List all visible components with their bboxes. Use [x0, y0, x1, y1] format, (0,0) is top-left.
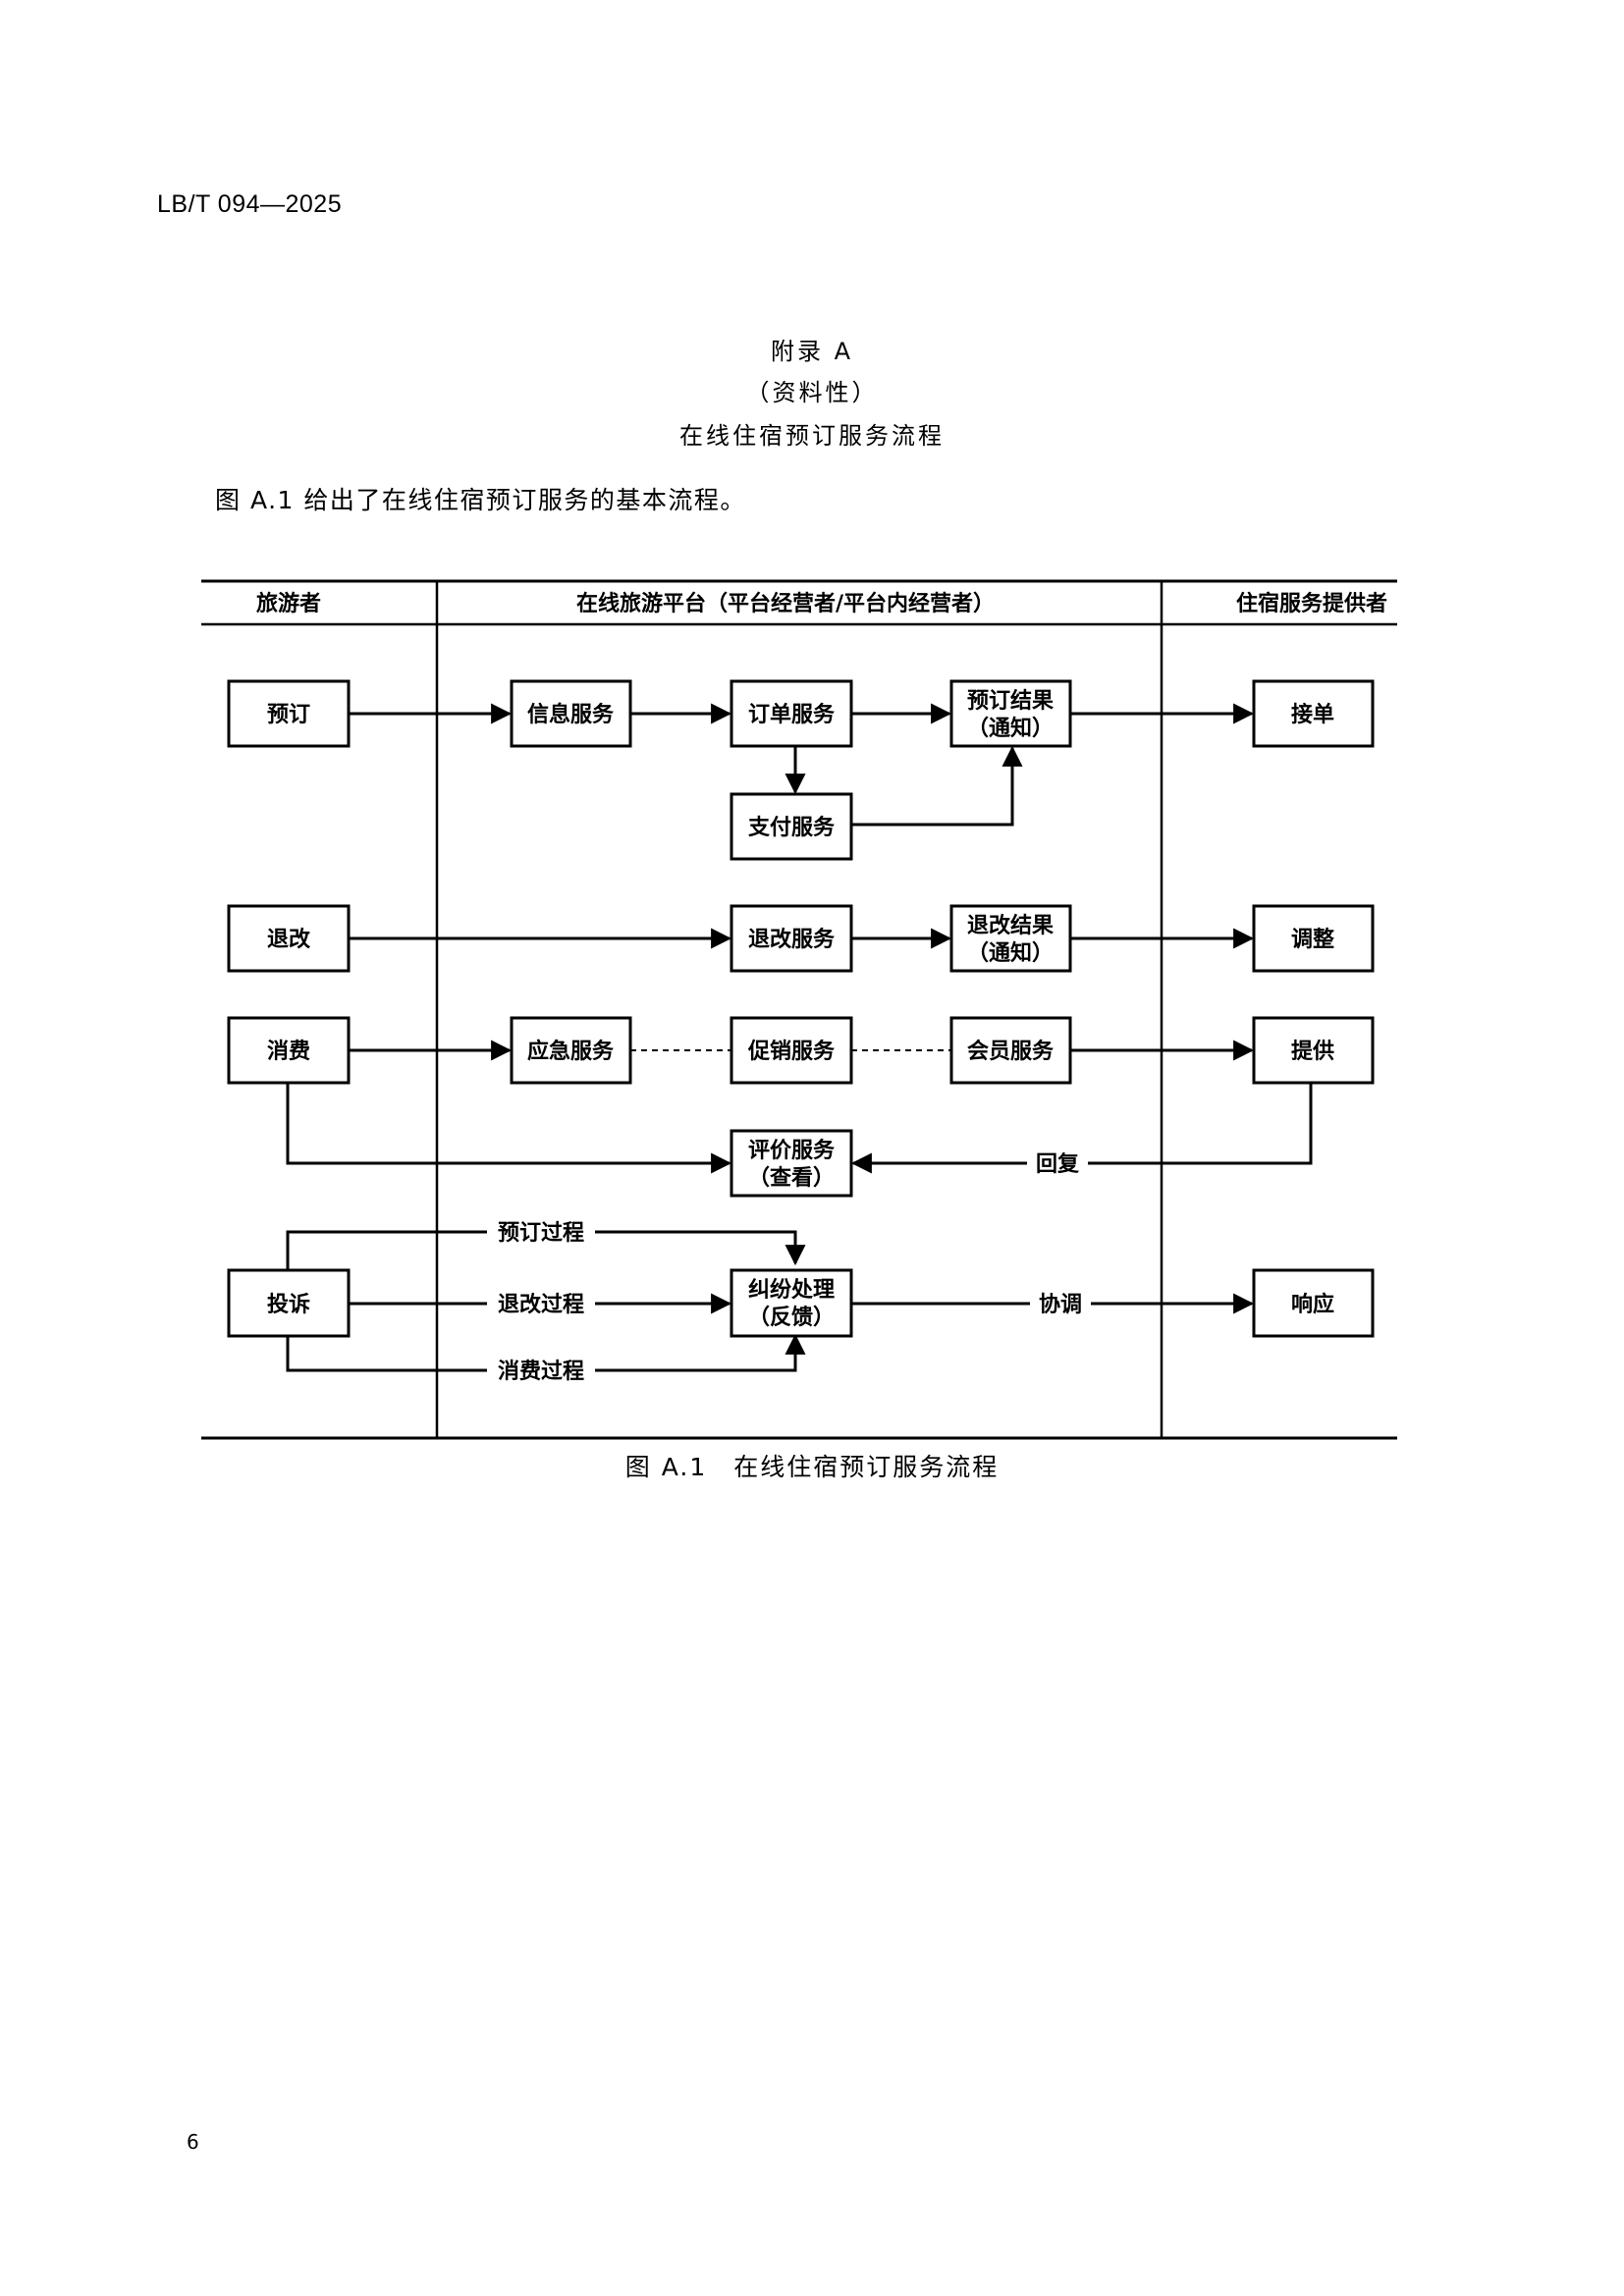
svg-text:提供: 提供 [1291, 1039, 1334, 1064]
node-booking: 预订 [227, 679, 351, 748]
node-refund-change: 退改 [227, 904, 351, 973]
appendix-title: 附录 A [770, 338, 854, 365]
edge-label-booking-process: 预订过程 [498, 1221, 584, 1246]
edge-label-coordinate: 协调 [1039, 1293, 1082, 1317]
svg-text:促销服务: 促销服务 [747, 1040, 836, 1064]
svg-text:（通知）: （通知） [967, 940, 1054, 966]
node-member-service: 会员服务 [949, 1016, 1072, 1085]
svg-text:预订: 预订 [267, 703, 310, 727]
svg-text:接单: 接单 [1291, 703, 1334, 727]
svg-text:会员服务: 会员服务 [967, 1039, 1055, 1064]
svg-text:支付服务: 支付服务 [748, 816, 836, 840]
svg-text:订单服务: 订单服务 [748, 703, 836, 727]
svg-text:信息服务: 信息服务 [527, 702, 615, 727]
intro-text: 图 A.1 给出了在线住宿预订服务的基本流程。 [215, 486, 746, 514]
node-accept-order: 接单 [1252, 679, 1375, 748]
node-refund-result: 退改结果 （通知） [949, 904, 1072, 973]
page-number: 6 [187, 2130, 199, 2154]
node-provide: 提供 [1252, 1016, 1375, 1085]
svg-text:调整: 调整 [1291, 927, 1334, 952]
node-booking-result: 预订结果 （通知） [949, 679, 1072, 748]
node-payment-service: 支付服务 [730, 792, 853, 861]
svg-text:评价服务: 评价服务 [748, 1139, 836, 1163]
svg-text:投诉: 投诉 [267, 1292, 310, 1317]
node-review-service: 评价服务 （查看） [730, 1129, 853, 1198]
svg-text:纠纷处理: 纠纷处理 [748, 1277, 835, 1303]
lane-header-provider: 住宿服务提供者 [1236, 591, 1387, 616]
standard-code: LB/T 094—2025 [157, 190, 343, 218]
node-emergency-service: 应急服务 [510, 1016, 632, 1085]
svg-text:应急服务: 应急服务 [527, 1039, 615, 1064]
node-refund-service: 退改服务 [730, 904, 853, 973]
edge-label-consumption-process: 消费过程 [498, 1360, 584, 1384]
node-info-service: 信息服务 [510, 679, 632, 748]
svg-text:响应: 响应 [1291, 1292, 1334, 1317]
node-complaint: 投诉 [227, 1268, 351, 1338]
lane-header-traveler: 旅游者 [256, 591, 321, 616]
svg-text:（查看）: （查看） [748, 1166, 835, 1191]
node-adjust: 调整 [1252, 904, 1375, 973]
svg-text:预订结果: 预订结果 [967, 688, 1054, 714]
node-promotion-service: 促销服务 [730, 1016, 853, 1085]
svg-text:（反馈）: （反馈） [748, 1305, 835, 1330]
node-order-service: 订单服务 [730, 679, 853, 748]
figure-caption: 图 A.1 在线住宿预订服务流程 [624, 1453, 1000, 1481]
swimlane-frame [201, 579, 1397, 1440]
appendix-nature: （资料性） [745, 379, 879, 406]
svg-text:消费: 消费 [267, 1040, 310, 1064]
svg-text:退改: 退改 [267, 927, 311, 952]
edge-label-reply: 回复 [1036, 1151, 1080, 1177]
lane-header-platform: 在线旅游平台（平台经营者/平台内经营者） [576, 591, 995, 616]
appendix-heading: 在线住宿预订服务流程 [679, 422, 945, 450]
svg-text:退改结果: 退改结果 [967, 913, 1054, 938]
node-respond: 响应 [1252, 1268, 1375, 1338]
node-consumption: 消费 [227, 1016, 351, 1085]
svg-text:（通知）: （通知） [967, 716, 1054, 741]
edge-label-refund-process: 退改过程 [498, 1292, 584, 1317]
node-dispute-handling: 纠纷处理 （反馈） [730, 1268, 853, 1338]
svg-text:退改服务: 退改服务 [748, 927, 836, 952]
